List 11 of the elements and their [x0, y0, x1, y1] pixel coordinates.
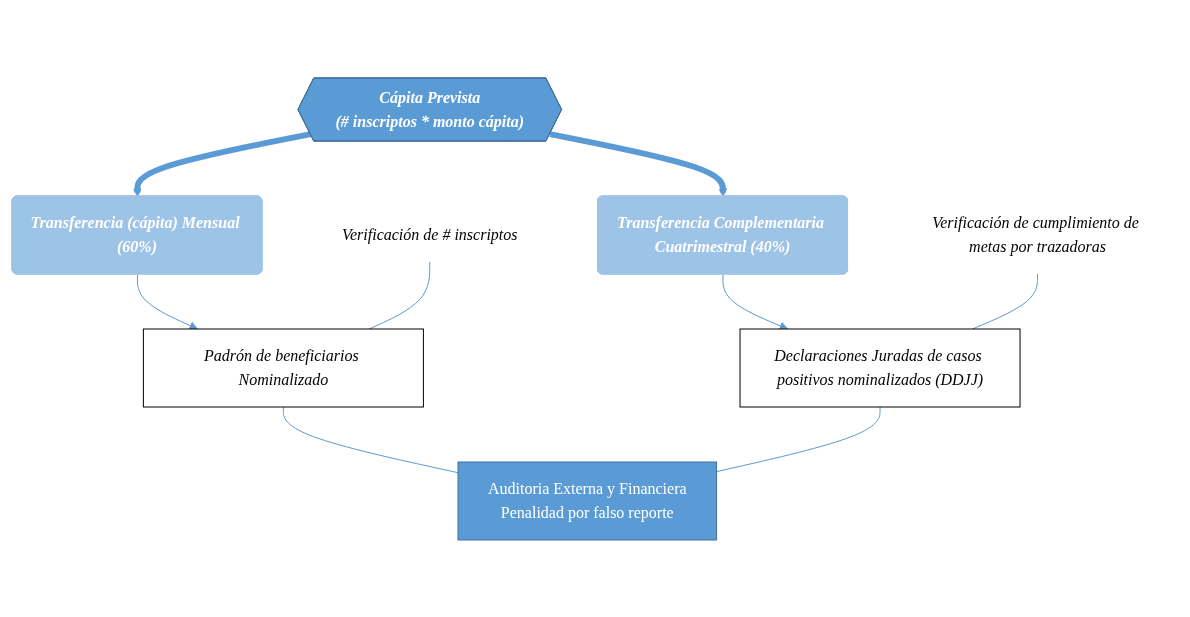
arrow	[133, 130, 312, 197]
arrow	[549, 130, 728, 197]
connector	[283, 406, 459, 473]
node-box: Padrón de beneficiarios Nominalizado	[143, 328, 425, 407]
node-text: Verificación de # inscriptos	[342, 225, 518, 243]
node-box: Auditoria Externa y Financiera Penalidad por falso reporte	[457, 461, 718, 540]
node-box: Declaraciones Juradas de casos positivos nominalizados (DDJJ)	[739, 328, 1021, 407]
node-text: Verificación de cumplimiento de metas por trazadoras	[932, 213, 1140, 255]
connector	[716, 406, 881, 472]
arrow	[722, 273, 789, 330]
arrow	[137, 273, 199, 330]
